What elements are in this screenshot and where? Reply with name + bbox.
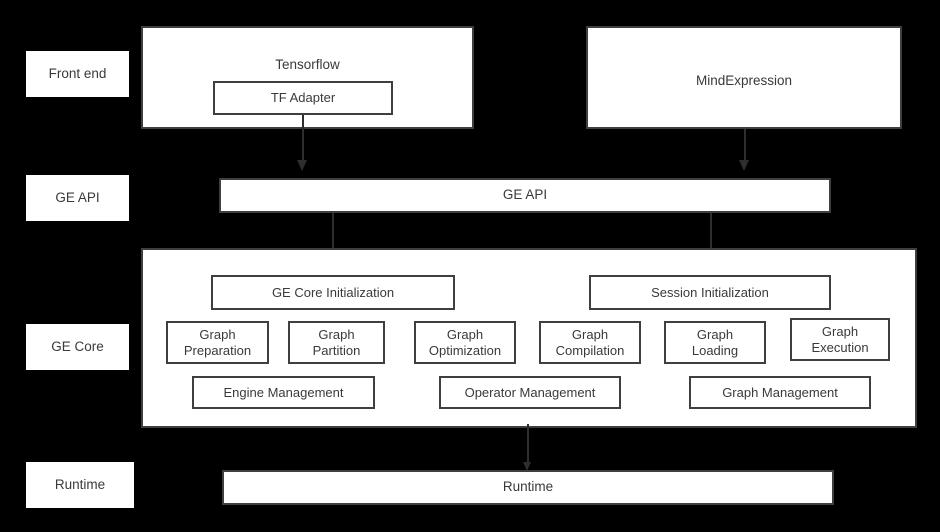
- manager-engine-management-label: Engine Management: [223, 384, 344, 400]
- module-graph-preparation-line1: Graph: [199, 326, 236, 342]
- manager-engine-management[interactable]: Engine Management: [192, 376, 375, 409]
- arrow-head-ge-core-to-runtime: [523, 462, 531, 471]
- layer-label-runtime-text: Runtime: [54, 476, 106, 492]
- layer-label-runtime: Runtime: [26, 462, 134, 508]
- connector-ge-api-to-session-init: [710, 213, 712, 267]
- layer-label-front-end-text: Front end: [48, 65, 107, 81]
- arrow-head-mindexpression-to-ge-api: [739, 160, 749, 171]
- module-graph-compilation[interactable]: Graph Compilation: [539, 321, 641, 364]
- connector-mindexpression-to-ge-api: [744, 129, 746, 161]
- manager-operator-management[interactable]: Operator Management: [439, 376, 621, 409]
- module-graph-optimization[interactable]: Graph Optimization: [414, 321, 516, 364]
- module-graph-execution-line1: Graph: [821, 323, 859, 339]
- layer-label-ge-api-text: GE API: [55, 189, 100, 205]
- module-graph-loading[interactable]: Graph Loading: [664, 321, 766, 364]
- ge-core-initialization-label: GE Core Initialization: [271, 284, 395, 300]
- module-graph-partition-line2: Partition: [312, 342, 361, 358]
- manager-graph-management[interactable]: Graph Management: [689, 376, 871, 409]
- module-graph-optimization-line2: Optimization: [428, 342, 502, 358]
- runtime-bar[interactable]: Runtime: [222, 470, 834, 505]
- connector-ge-api-to-ge-core-init: [332, 213, 334, 267]
- module-graph-loading-line2: Loading: [691, 342, 739, 358]
- ge-api-bar-label: GE API: [502, 187, 548, 203]
- arrow-head-tf-adapter-to-ge-api: [297, 160, 307, 171]
- tf-adapter-box[interactable]: TF Adapter: [213, 81, 393, 115]
- session-initialization-box[interactable]: Session Initialization: [589, 275, 831, 310]
- module-graph-preparation-line2: Preparation: [183, 342, 252, 358]
- connector-ge-core-to-runtime: [527, 424, 529, 464]
- runtime-bar-label: Runtime: [502, 479, 554, 495]
- module-graph-preparation[interactable]: Graph Preparation: [166, 321, 269, 364]
- module-graph-compilation-line1: Graph: [571, 326, 609, 342]
- ge-core-initialization-box[interactable]: GE Core Initialization: [211, 275, 455, 310]
- layer-label-ge-core: GE Core: [26, 324, 129, 370]
- session-initialization-label: Session Initialization: [651, 284, 769, 300]
- module-graph-partition-line1: Graph: [318, 326, 355, 342]
- manager-operator-management-label: Operator Management: [464, 384, 596, 400]
- module-graph-loading-line1: Graph: [696, 326, 734, 342]
- connector-tf-adapter-to-ge-api: [302, 115, 304, 161]
- ge-api-bar[interactable]: GE API: [219, 178, 831, 213]
- layer-label-ge-core-text: GE Core: [51, 338, 104, 354]
- mindexpression-title: MindExpression: [695, 73, 793, 88]
- mindexpression-panel: MindExpression: [586, 26, 902, 129]
- manager-graph-management-label: Graph Management: [722, 384, 838, 400]
- layer-label-ge-api: GE API: [26, 175, 129, 221]
- module-graph-partition[interactable]: Graph Partition: [288, 321, 385, 364]
- module-graph-optimization-line1: Graph: [446, 326, 484, 342]
- tf-adapter-label: TF Adapter: [270, 90, 336, 106]
- module-graph-execution-line2: Execution: [811, 339, 869, 355]
- tensorflow-title: Tensorflow: [275, 57, 340, 72]
- module-graph-execution[interactable]: Graph Execution: [790, 318, 890, 361]
- layer-label-front-end: Front end: [26, 51, 129, 97]
- module-graph-compilation-line2: Compilation: [555, 342, 625, 358]
